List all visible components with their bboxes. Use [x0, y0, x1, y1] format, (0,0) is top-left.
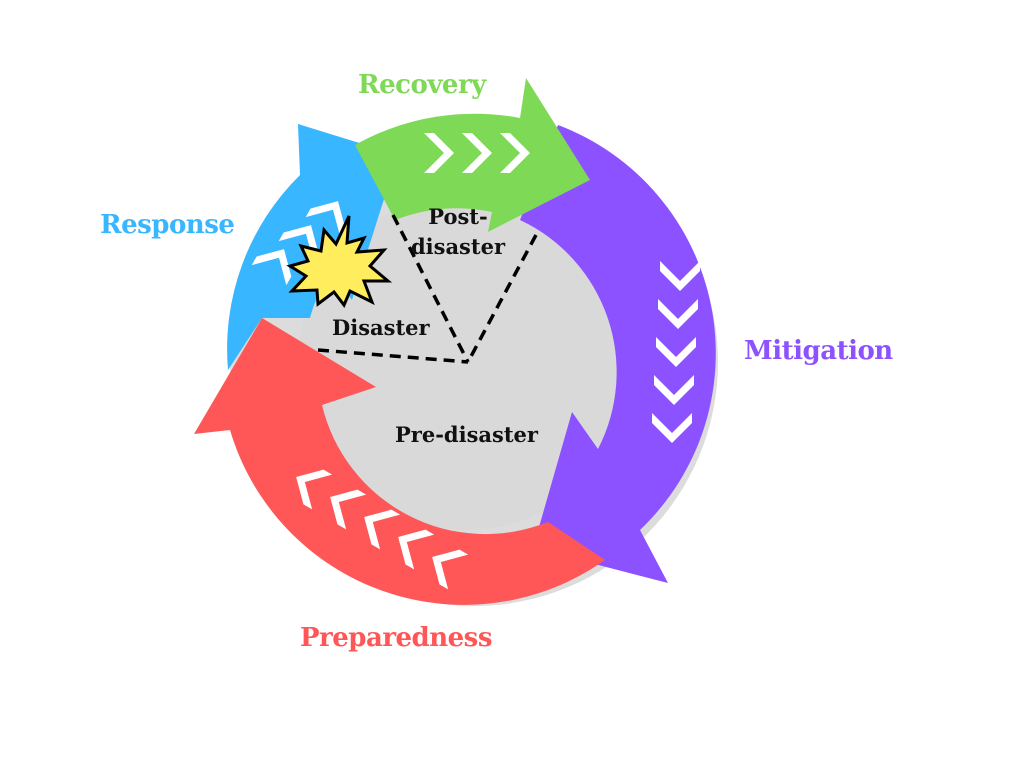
recovery-chevron-icon	[424, 133, 454, 173]
mitigation-chevron-icon	[656, 337, 696, 367]
divider-line-post-left	[391, 214, 470, 363]
recovery-chevron-icon	[500, 133, 530, 173]
response-chevron-icon	[305, 201, 346, 238]
response-chevron-icon	[251, 249, 292, 286]
preparedness-arrow	[194, 318, 605, 605]
response-chevron-icon	[278, 225, 319, 262]
zone-dividers	[317, 214, 538, 364]
explosion-icon	[286, 215, 393, 308]
recovery-label: Recovery	[358, 70, 486, 100]
disaster-label: Disaster	[332, 315, 430, 340]
mitigation-chevron-icon	[652, 413, 692, 443]
mitigation-chevron-icon	[654, 375, 694, 405]
recovery-arrow	[355, 78, 590, 232]
chevron-group	[251, 133, 700, 590]
pre-disaster-label: Pre-disaster	[395, 422, 538, 447]
mitigation-chevron-icon	[660, 261, 700, 291]
divider-line-disaster	[317, 348, 469, 364]
preparedness-chevron-icon	[330, 489, 367, 530]
divider-line-post-right	[466, 234, 538, 363]
mitigation-chevron-icon	[658, 299, 698, 329]
preparedness-label: Preparedness	[300, 623, 492, 653]
response-label: Response	[100, 210, 235, 240]
preparedness-chevron-icon	[398, 529, 435, 570]
preparedness-chevron-icon	[364, 509, 401, 550]
mitigation-arrow	[520, 125, 716, 583]
preparedness-chevron-icon	[296, 469, 333, 510]
mitigation-label: Mitigation	[744, 336, 893, 366]
recovery-chevron-icon	[462, 133, 492, 173]
preparedness-chevron-icon	[432, 549, 469, 590]
post-disaster-label: Post- disaster	[410, 204, 506, 259]
